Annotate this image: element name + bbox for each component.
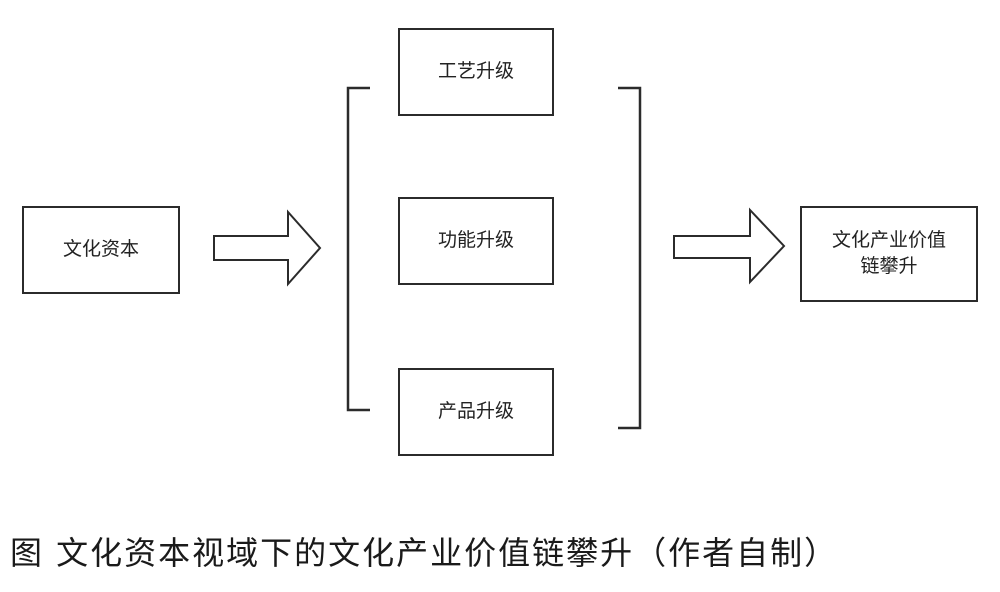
- upgrade-box-product: 产品升级: [398, 368, 554, 456]
- upgrade-label-product: 产品升级: [437, 400, 514, 423]
- upgrade-box-function: 功能升级: [398, 197, 554, 285]
- result-label-line2: 链攀升: [860, 255, 918, 277]
- arrow-to-upgrades: [213, 209, 322, 287]
- source-box-cultural-capital: 文化资本: [22, 206, 180, 294]
- upgrade-label-craft: 工艺升级: [437, 60, 514, 83]
- result-box-value-chain: 文化产业价值 链攀升: [800, 206, 978, 302]
- figure-caption: 图 文化资本视域下的文化产业价值链攀升（作者自制）: [10, 534, 839, 572]
- result-label-line1: 文化产业价值: [831, 229, 946, 252]
- upgrade-label-function: 功能升级: [437, 229, 514, 252]
- right-bracket: [618, 86, 642, 430]
- upgrade-box-craft: 工艺升级: [398, 28, 554, 116]
- left-bracket: [346, 86, 370, 412]
- source-label: 文化资本: [62, 238, 139, 261]
- arrow-to-result: [673, 207, 786, 285]
